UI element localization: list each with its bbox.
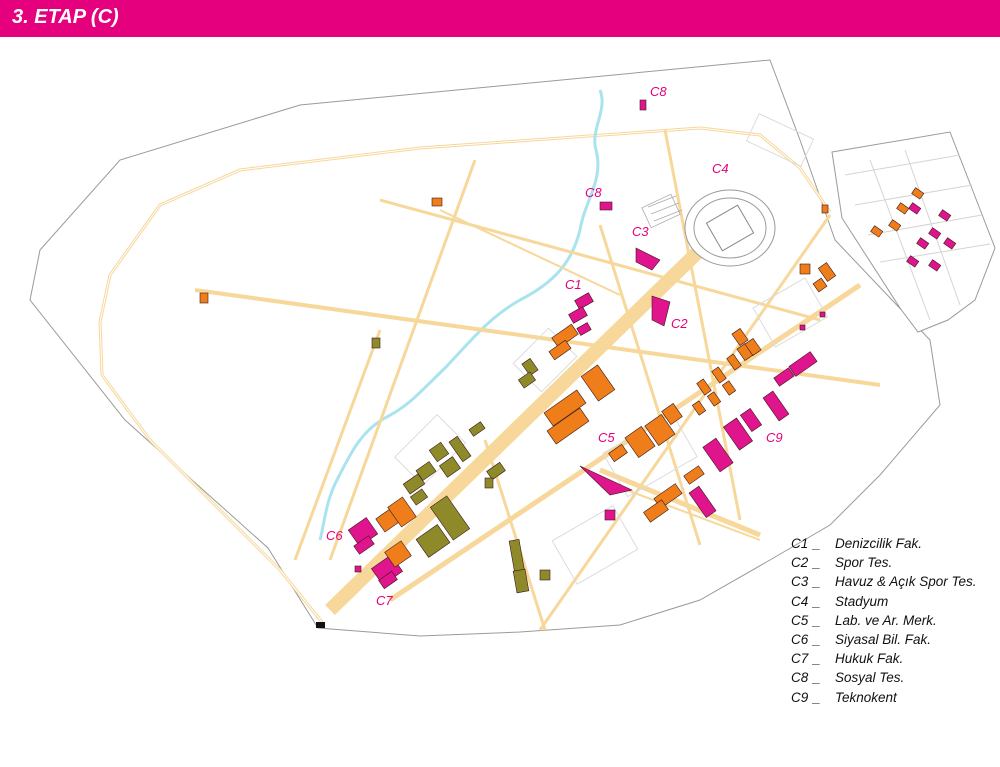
zone-labels: C8 C8 C4 C3 C1 C2 C5 C9 C6 C7 (326, 84, 783, 608)
zone-label-c6: C6 (326, 528, 343, 543)
zone-label-c7: C7 (376, 593, 393, 608)
buildings-orange (199, 187, 925, 568)
legend-label: Havuz & Açık Spor Tes. (835, 574, 977, 590)
legend-item: C6_Siyasal Bil. Fak. (791, 631, 932, 647)
page-title: 3. ETAP (C) (12, 6, 119, 28)
legend-item: C4_Stadyum (791, 593, 889, 609)
buildings-magenta (347, 99, 957, 590)
road-network (194, 129, 881, 631)
legend-label: Siyasal Bil. Fak. (835, 631, 932, 647)
legend-label: Stadyum (835, 593, 889, 609)
zone-label-c9: C9 (766, 430, 783, 445)
legend-label: Denizcilik Fak. (835, 536, 923, 551)
entrance-marker (316, 622, 325, 628)
zone-label-c2: C2 (671, 316, 688, 331)
zone-label-c8-north: C8 (650, 84, 667, 99)
east-parcel-boundary (831, 131, 996, 333)
stadium-c4 (684, 189, 776, 267)
legend-item: C9_Teknokent (791, 689, 897, 705)
legend-item: C3_Havuz & Açık Spor Tes. (791, 574, 977, 590)
legend-label: Hukuk Fak. (835, 651, 904, 667)
campus-map: C8 C8 C4 C3 C1 C2 C5 C9 C6 C7 (29, 59, 996, 637)
zone-label-c1: C1 (565, 277, 582, 292)
zone-label-c8: C8 (585, 185, 602, 200)
legend-item: C2_Spor Tes. (791, 555, 893, 571)
sport-courts-c3 (641, 193, 683, 229)
legend-item: C8_Sosyal Tes. (791, 670, 905, 686)
legend-label: Teknokent (835, 689, 897, 705)
map-legend: C1_Denizcilik Fak. C2_Spor Tes. C3_Havuz… (791, 536, 977, 709)
buildings-olive (371, 337, 551, 594)
legend-label: Sosyal Tes. (835, 670, 905, 686)
legend-label: Lab. ve Ar. Merk. (835, 612, 937, 628)
legend-item: C1_Denizcilik Fak. (791, 536, 923, 551)
zone-label-c3: C3 (632, 224, 649, 239)
stream (318, 89, 604, 541)
legend-item: C7_Hukuk Fak. (791, 651, 904, 667)
legend-label: Spor Tes. (835, 555, 893, 571)
zone-label-c4: C4 (712, 161, 729, 176)
title-banner: 3. ETAP (C) (0, 0, 1000, 37)
zone-label-c5: C5 (598, 430, 615, 445)
legend-item: C5_Lab. ve Ar. Merk. (791, 612, 937, 628)
